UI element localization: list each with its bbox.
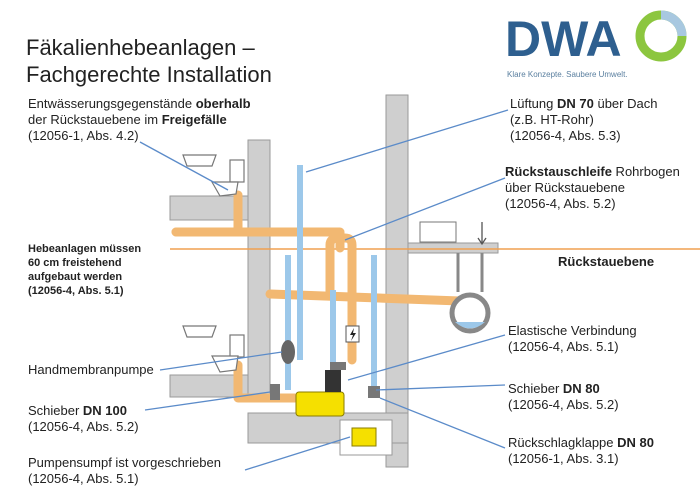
label-text: (12056-4, Abs. 5.3)	[510, 128, 621, 143]
pointer-schleife	[344, 177, 506, 241]
label-schieber100: Schieber DN 100 (12056-4, Abs. 5.2)	[28, 403, 139, 435]
hand-membrane-pump	[281, 340, 295, 364]
label-text: (12056-4, Abs. 5.1)	[28, 471, 139, 486]
street-top	[407, 242, 499, 254]
dwa-logo: DWA Klare Konzepte. Saubere Umwelt.	[505, 8, 693, 88]
label-entwaesserung: Entwässerungsgegenstände oberhalb der Rü…	[28, 96, 251, 144]
pointer-schieber80	[375, 384, 506, 391]
label-schleife: Rückstauschleife Rohrbogen über Rückstau…	[505, 164, 680, 212]
upper-main-drain	[171, 227, 345, 253]
lower-sink	[182, 325, 217, 338]
label-elastisch: Elastische Verbindung (12056-4, Abs. 5.1…	[508, 323, 637, 355]
title-line-2: Fachgerechte Installation	[26, 62, 272, 87]
label-text: Entwässerungsgegenstände	[28, 96, 196, 111]
pointer-handpumpe	[159, 351, 283, 371]
lightning-icon	[350, 328, 356, 341]
public-sewer	[449, 253, 491, 334]
label-bold: Rückstauschleife	[505, 164, 612, 179]
label-text: Elastische Verbindung	[508, 323, 637, 338]
check-valve-dn80	[368, 386, 380, 398]
label-text: Hebeanlagen müssen	[28, 243, 142, 255]
label-rueckstauebene: Rückstauebene	[558, 254, 654, 270]
label-handpumpe: Handmembranpumpe	[28, 362, 154, 378]
label-text: (12056-4, Abs. 5.1)	[28, 285, 124, 297]
label-text: Handmembranpumpe	[28, 362, 154, 377]
label-pumpensumpf: Pumpensumpf ist vorgeschrieben (12056-4,…	[28, 455, 221, 487]
label-text: 60 cm freistehend	[28, 257, 122, 269]
label-text: (12056-4, Abs. 5.2)	[505, 196, 616, 211]
pointer-schieber100	[144, 391, 271, 411]
upper-sink	[182, 154, 217, 167]
label-text: aufgebaut werden	[28, 271, 123, 283]
label-text: (12056-1, Abs. 3.1)	[508, 451, 619, 466]
inner-wall	[247, 139, 271, 398]
label-text: Schieber	[28, 403, 83, 418]
label-text: Pumpensumpf ist vorgeschrieben	[28, 455, 221, 470]
label-text: über Dach	[593, 96, 658, 111]
gate-valve-dn100	[270, 384, 280, 400]
gate-valve-dn80	[330, 362, 346, 370]
label-text: (12056-4, Abs. 5.2)	[28, 419, 139, 434]
lower-toilet	[211, 355, 239, 373]
pointer-pumpensumpf	[244, 436, 351, 471]
upper-toilet-tank	[229, 159, 245, 183]
label-text: der Rückstauebene im	[28, 112, 162, 127]
logo-name: DWA	[505, 11, 622, 67]
pump-motor	[325, 370, 341, 392]
down-arrow-icon	[477, 222, 487, 246]
building-structure	[169, 94, 499, 468]
label-hebeanlagen: Hebeanlagen müssen 60 cm freistehend auf…	[28, 242, 141, 298]
pressure-loop	[325, 233, 357, 365]
pointer-elastisch	[347, 334, 506, 381]
outer-wall	[385, 94, 409, 468]
sanitary-fixtures	[182, 154, 245, 373]
pointer-lueftung	[305, 109, 509, 173]
label-lueftung: Lüftung DN 70 über Dach (z.B. HT-Rohr) (…	[510, 96, 657, 144]
lower-toilet-tank	[229, 334, 245, 358]
label-klappe: Rückschlagklappe DN 80 (12056-1, Abs. 3.…	[508, 435, 654, 467]
label-schieber80: Schieber DN 80 (12056-4, Abs. 5.2)	[508, 381, 619, 413]
label-bold: DN 80	[562, 381, 600, 396]
label-bold: Freigefälle	[161, 112, 227, 127]
label-text: Schieber	[508, 381, 563, 396]
blue-pipes	[285, 165, 377, 395]
label-text: (z.B. HT-Rohr)	[510, 112, 594, 127]
pointer-lines	[139, 109, 509, 471]
logo-wordmark: DWA	[505, 10, 622, 68]
label-text: (12056-4, Abs. 5.2)	[508, 397, 619, 412]
label-text: (12056-4, Abs. 5.1)	[508, 339, 619, 354]
label-bold: oberhalb	[195, 96, 251, 111]
label-bold: DN 70	[557, 96, 594, 111]
pointer-klappe	[379, 397, 506, 449]
street-inlet	[419, 221, 457, 243]
logo-slogan: Klare Konzepte. Saubere Umwelt.	[507, 70, 628, 79]
street-shaft	[456, 253, 484, 292]
label-text: (12056-1, Abs. 4.2)	[28, 128, 139, 143]
label-text: Rückstauebene	[558, 254, 655, 269]
label-text: Rohrbogen	[611, 164, 680, 179]
sewer-water	[455, 322, 485, 329]
page-title: Fäkalienhebeanlagen – Fachgerechte Insta…	[26, 34, 272, 88]
sump-pump	[351, 427, 377, 447]
label-text: Lüftung	[510, 96, 557, 111]
title-line-1: Fäkalienhebeanlagen –	[26, 35, 255, 60]
lifting-unit	[270, 221, 487, 447]
label-bold: DN 80	[617, 435, 654, 450]
logo-ring-icon	[635, 10, 687, 62]
label-bold: DN 100	[82, 403, 127, 418]
label-text: Rückschlagklappe	[508, 435, 618, 450]
logo-ring-arc	[660, 10, 687, 37]
lifting-unit-body	[295, 391, 345, 417]
label-text: über Rückstauebene	[505, 180, 625, 195]
pointer-entwaesserung	[139, 141, 229, 191]
